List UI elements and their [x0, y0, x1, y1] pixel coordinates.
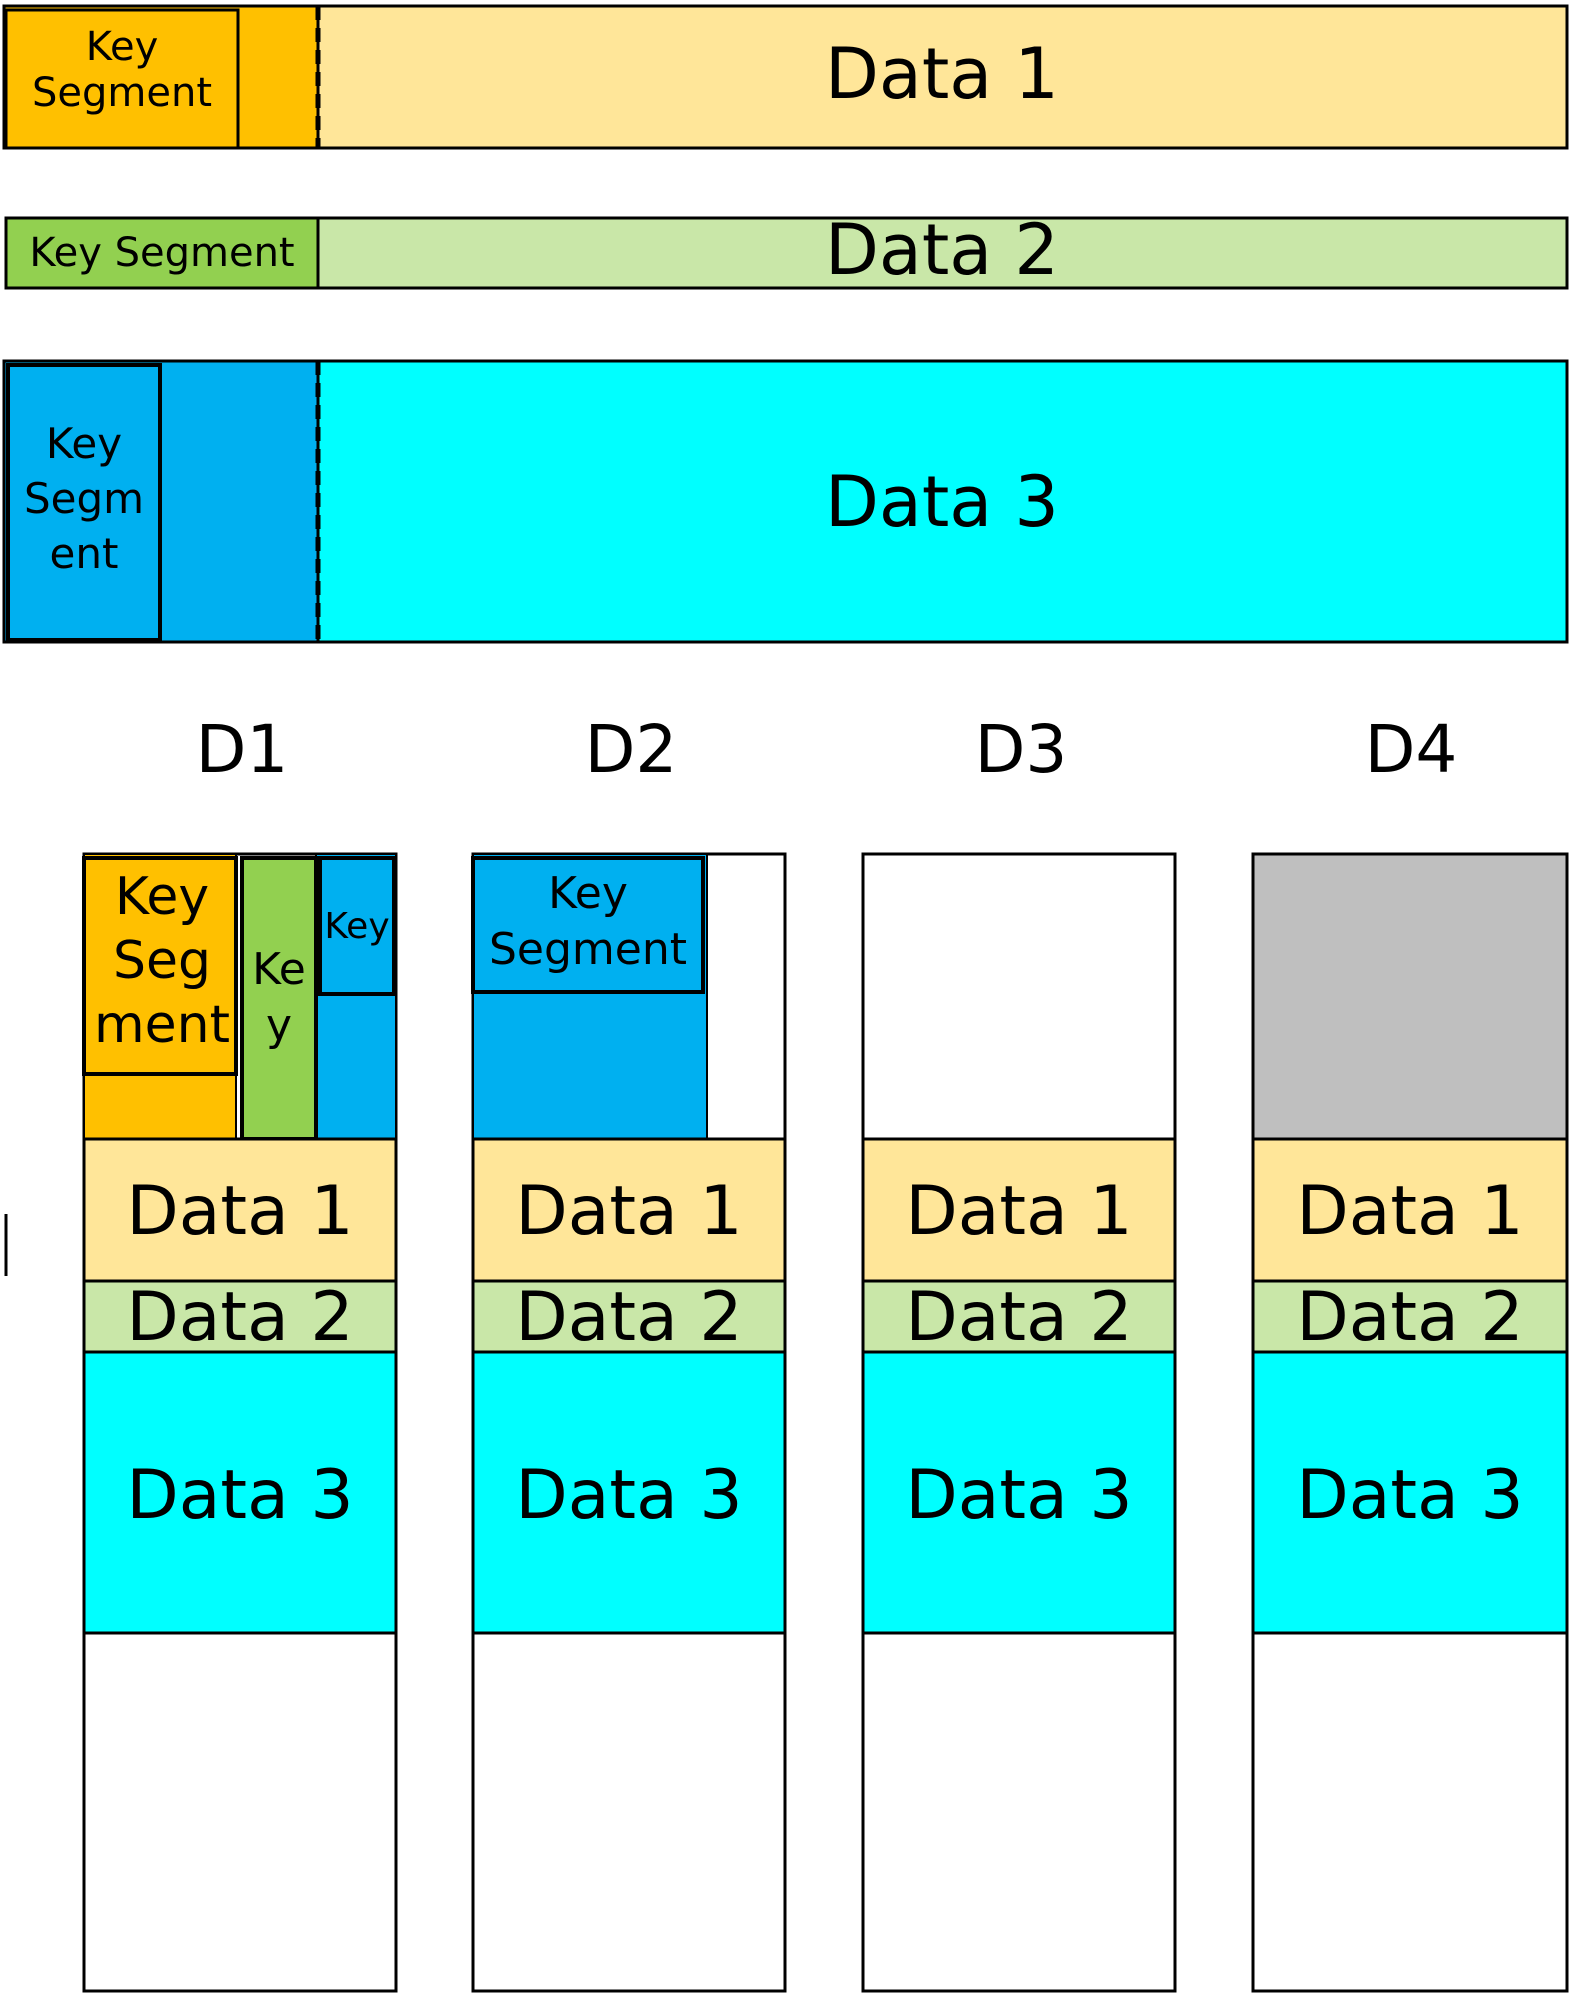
row-data-1-body	[316, 4, 1569, 150]
disk-d2-data-3-band	[471, 1350, 787, 1635]
disk-label-d4: D4	[1365, 711, 1458, 788]
disk-d1-blue-key-box	[318, 856, 396, 996]
disk-d2-data-1-label: Data 1	[515, 1172, 742, 1251]
disk-d1-data-3-band	[82, 1350, 398, 1635]
disk-d3-data-2-band	[861, 1279, 1177, 1354]
disk-d4-gray-region	[1251, 852, 1569, 1141]
text-line: Key	[115, 867, 209, 927]
disk-d3-data-3-band	[861, 1350, 1177, 1635]
disk-d3-data-1-label: Data 1	[905, 1172, 1132, 1251]
disk-d2-key-segment-box	[471, 856, 705, 994]
disk-d2-data-2-label: Data 2	[515, 1278, 742, 1357]
text-line: Seg	[113, 931, 211, 991]
disk-d3-data-3-label: Data 3	[905, 1456, 1132, 1535]
text-line: Key	[46, 419, 122, 468]
disk-d1-green-key-box	[240, 856, 318, 1141]
disk-label-d3: D3	[975, 711, 1068, 788]
disk-d4: Data 1 Data 2 Data 3	[1251, 852, 1569, 1993]
disk-d3: Data 1 Data 2 Data 3	[861, 852, 1177, 1993]
row-data-1-label: Data 1	[825, 33, 1059, 115]
disk-d3-data-2-label: Data 2	[905, 1278, 1132, 1357]
disk-d4-data-1-label: Data 1	[1296, 1172, 1523, 1251]
row-data-2-key-segment-label: Key Segment	[29, 230, 294, 276]
text-line: Segm	[24, 474, 144, 523]
row-data-2-key-segment-box	[4, 216, 320, 290]
disk-d4-data-1-band	[1251, 1137, 1569, 1283]
text-line: Ke	[252, 944, 306, 995]
row-data-3-label: Data 3	[825, 461, 1059, 543]
text-line: Key	[548, 868, 628, 919]
disk-d2-data-1-band	[471, 1137, 787, 1283]
row-data-3-key-segment-box	[6, 363, 162, 642]
text-line: Key	[86, 24, 159, 70]
disk-label-d2: D2	[585, 711, 678, 788]
disk-d3-data-1-band	[861, 1137, 1177, 1283]
disk-d1-data-2-label: Data 2	[126, 1278, 353, 1357]
disk-d2-data-3-label: Data 3	[515, 1456, 742, 1535]
disk-d4-data-3-band	[1251, 1350, 1569, 1635]
row-data-2-label: Data 2	[825, 209, 1059, 291]
disk-d1-data-2-band	[82, 1279, 398, 1354]
disk-d1-data-3-label: Data 3	[126, 1456, 353, 1535]
text-line: ent	[50, 529, 119, 578]
row-data-1-key-area	[2, 4, 320, 150]
text-line: ment	[94, 995, 230, 1055]
text-line: Segment	[489, 924, 687, 975]
disk-label-d1: D1	[196, 711, 289, 788]
text-line: y	[266, 1000, 292, 1051]
disk-d1-data-1-band	[82, 1137, 398, 1283]
disk-d1-data-1-label: Data 1	[126, 1172, 353, 1251]
disk-d4-data-3-label: Data 3	[1296, 1456, 1523, 1535]
text-line: Segment	[32, 70, 212, 116]
disk-d1-blue-key-label: Key	[324, 906, 389, 947]
row-data-1-key-segment-box	[4, 8, 240, 150]
disk-d4-data-2-band	[1251, 1279, 1569, 1354]
disk-d4-data-2-label: Data 2	[1296, 1278, 1523, 1357]
row-data-2: Key Segment Data 2	[4, 209, 1569, 291]
disk-d1-orange-key-box	[82, 856, 238, 1076]
